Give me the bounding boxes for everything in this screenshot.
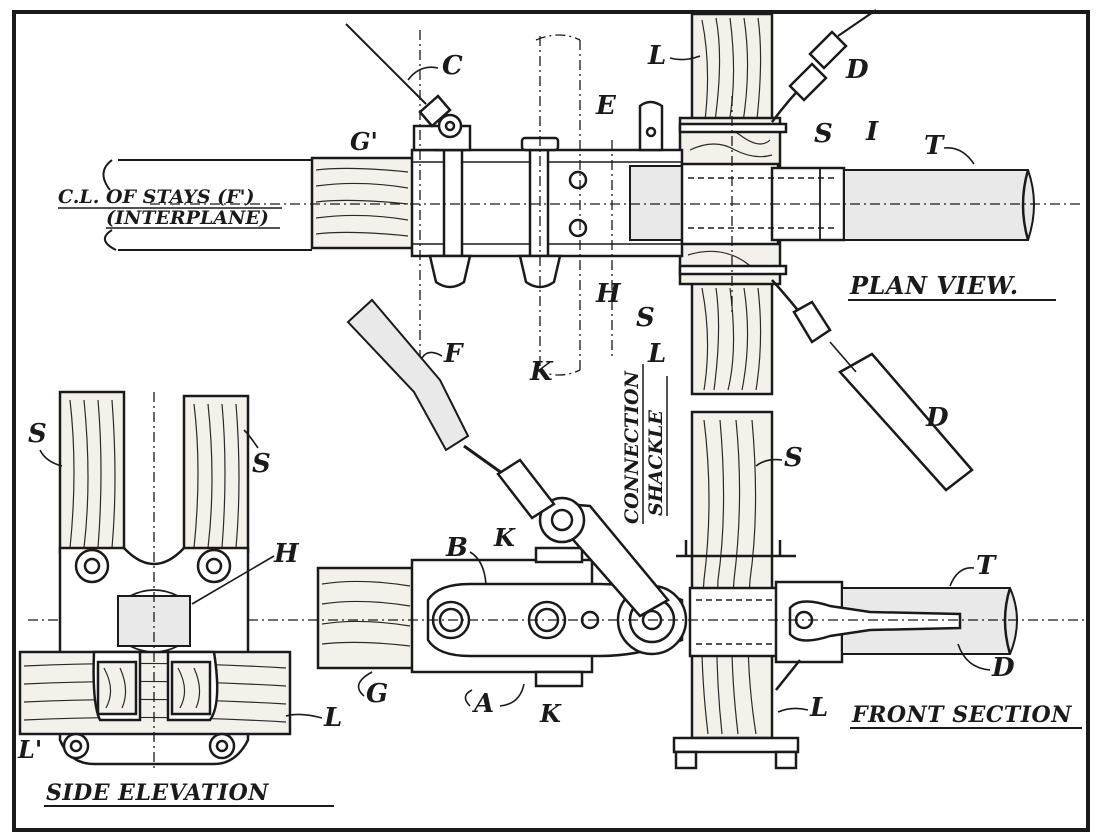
side-elevation: S S H L L' SIDE ELEVATION bbox=[17, 390, 342, 807]
label-e: E bbox=[595, 91, 617, 121]
label-f: F bbox=[443, 339, 464, 369]
label-a: A bbox=[471, 689, 494, 719]
label-l-side: L bbox=[323, 703, 342, 733]
plan-tube bbox=[843, 169, 1035, 241]
stays-note-line2: (INTERPLANE) bbox=[106, 207, 269, 229]
label-s-plan-top: S bbox=[814, 119, 833, 149]
plan-strut-block-bottom bbox=[678, 238, 782, 286]
side-elevation-title: SIDE ELEVATION bbox=[46, 780, 269, 806]
label-t-plan: T bbox=[924, 131, 945, 161]
label-i: I bbox=[865, 117, 879, 147]
front-section: CONNECTION SHACKLE F B K A G K S T D L F… bbox=[28, 298, 1084, 770]
front-section-title: FRONT SECTION bbox=[851, 702, 1072, 728]
label-k-front-bottom: K bbox=[539, 699, 562, 728]
stays-note-line1: C.L. OF STAYS (F') bbox=[58, 186, 254, 208]
label-c: C bbox=[442, 51, 463, 81]
label-s-side-right: S bbox=[252, 449, 271, 479]
label-g: G bbox=[366, 679, 388, 709]
connection-note-line2: SHACKLE bbox=[645, 410, 667, 516]
plan-view: C.L. OF STAYS (F') (INTERPLANE) C G' E L… bbox=[58, 9, 1082, 492]
label-k-front-top: K bbox=[493, 523, 516, 552]
label-l-plan-bottom: L bbox=[647, 339, 666, 369]
label-h-side: H bbox=[273, 539, 300, 569]
label-g-prime: G' bbox=[350, 127, 378, 156]
label-d-front: D bbox=[991, 653, 1015, 683]
label-d-plan-top: D bbox=[845, 55, 869, 85]
plan-shackle-plate bbox=[629, 165, 683, 241]
label-s-side-left: S bbox=[28, 419, 47, 449]
label-l-plan-top: L bbox=[647, 41, 666, 71]
plan-view-title: PLAN VIEW. bbox=[849, 271, 1019, 300]
connection-note-line1: CONNECTION bbox=[621, 370, 643, 524]
plan-lug-e bbox=[638, 100, 664, 152]
label-s-front: S bbox=[784, 443, 803, 473]
drawing-border bbox=[12, 10, 1090, 832]
label-s-plan-bottom: S bbox=[636, 303, 655, 333]
label-d-plan-bottom: D bbox=[925, 403, 949, 433]
label-l-front: L bbox=[809, 693, 828, 723]
label-b: B bbox=[445, 533, 468, 563]
label-t-front: T bbox=[976, 551, 997, 581]
label-k-plan: K bbox=[529, 357, 554, 387]
label-h-plan: H bbox=[595, 279, 622, 309]
label-l-prime: L' bbox=[17, 735, 42, 764]
